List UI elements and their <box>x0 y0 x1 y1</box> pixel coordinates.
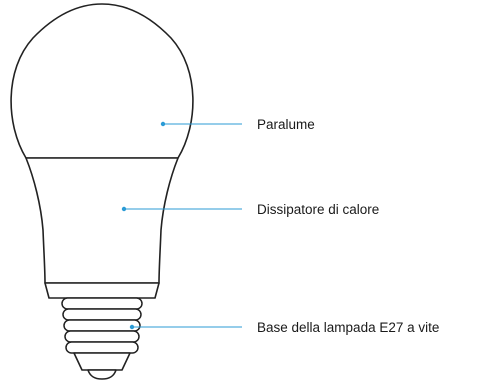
screw-thread-group <box>61 297 143 354</box>
base-tip <box>87 369 117 380</box>
bulb-shade <box>10 3 194 159</box>
screw-thread <box>61 297 143 310</box>
heat-sink-label: Dissipatore di calore <box>257 202 379 217</box>
shade-label: Paralume <box>257 117 315 132</box>
base-marker-dot <box>129 324 135 330</box>
screw-thread <box>65 341 139 354</box>
screw-thread <box>64 330 140 343</box>
heat-sink-marker-dot <box>121 206 127 212</box>
screw-thread <box>63 319 141 332</box>
base-contact <box>73 352 131 371</box>
screw-thread <box>62 308 142 321</box>
base-collar <box>44 282 160 299</box>
shade-marker-dot <box>160 121 166 127</box>
heat-sink-body <box>25 157 179 284</box>
base-label: Base della lampada E27 a vite <box>257 320 439 335</box>
